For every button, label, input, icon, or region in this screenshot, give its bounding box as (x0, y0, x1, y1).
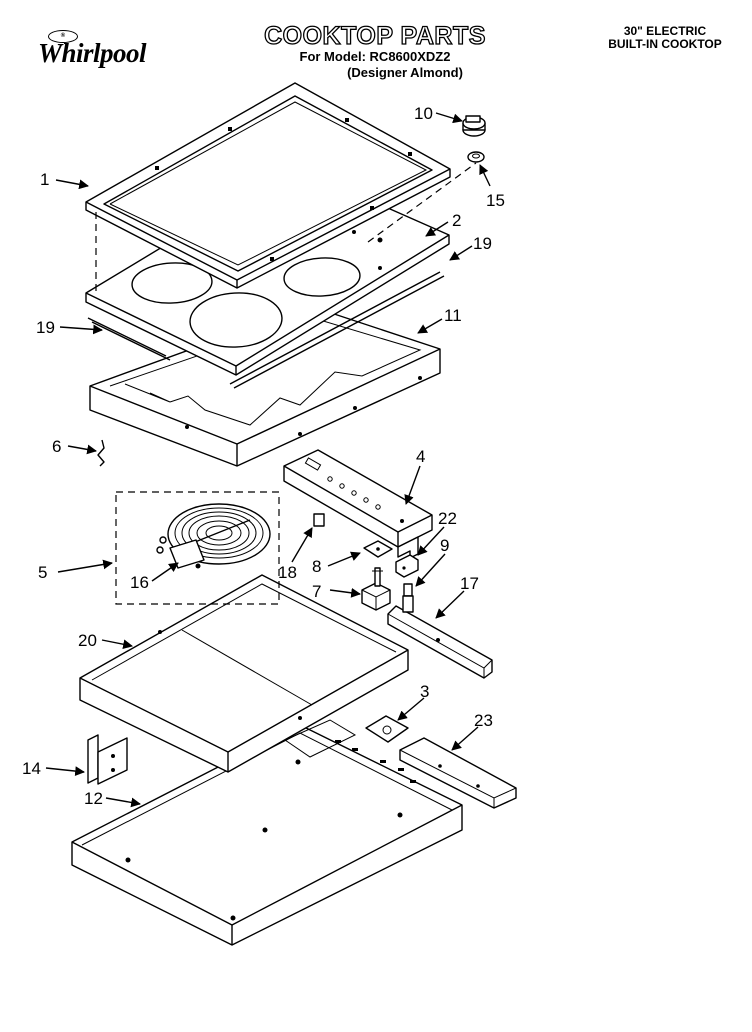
callout-19-upper: 19 (473, 234, 492, 253)
callout-4: 4 (416, 447, 425, 466)
callout-15: 15 (486, 191, 505, 210)
part-8-switch (363, 540, 393, 558)
part-19-gasket (87, 271, 445, 389)
callout-19-lower: 19 (36, 318, 55, 337)
callout-12: 12 (84, 789, 103, 808)
spec-line-2: BUILT-IN COOKTOP (608, 37, 722, 51)
spec-line-1: 30" ELECTRIC (623, 24, 707, 38)
part-22-indicator (395, 554, 419, 578)
part-14-bracket (87, 734, 128, 785)
callout-22: 22 (438, 509, 457, 528)
callout-5: 5 (38, 563, 47, 582)
callout-2: 2 (452, 211, 461, 230)
callout-17: 17 (460, 574, 479, 593)
page-title: COOKTOP PARTS (263, 21, 486, 50)
part-16-radiant-element (156, 503, 271, 569)
callout-7: 7 (312, 582, 321, 601)
callout-1: 1 (40, 170, 49, 189)
part-15-bezel (467, 151, 485, 163)
callout-16: 16 (130, 573, 149, 592)
part-7-infinite-switch (361, 567, 391, 611)
callout-6: 6 (52, 437, 61, 456)
brand-mark: ® (48, 30, 78, 43)
part-17-rail (387, 605, 493, 679)
callout-10: 10 (414, 104, 433, 123)
model-number: For Model: RC8600XDZ2 (299, 49, 451, 64)
callout-23: 23 (474, 711, 493, 730)
part-10-knob (462, 115, 486, 137)
part-20-pan (79, 574, 416, 783)
part-23-rail (399, 737, 517, 809)
part-6-clip (97, 439, 105, 467)
callout-arrows (45, 112, 491, 808)
brand-name: Whirlpool (38, 38, 147, 68)
callout-9: 9 (440, 536, 449, 555)
part-4-control-panel (283, 449, 433, 559)
part-18-limiter (313, 513, 325, 527)
callout-8: 8 (312, 557, 321, 576)
callout-11: 11 (444, 306, 462, 325)
whirlpool-logo: ® Whirlpool (38, 30, 170, 76)
part-3-clip (365, 715, 409, 743)
callout-14: 14 (22, 759, 41, 778)
part-1-trim-frame (85, 82, 451, 289)
callout-20: 20 (78, 631, 97, 650)
callout-labels: 1 10 15 2 19 19 11 6 4 22 9 5 16 18 8 7 … (22, 104, 505, 808)
alignment-line-knob (367, 162, 477, 243)
callout-3: 3 (420, 682, 429, 701)
model-variant: (Designer Almond) (347, 65, 463, 80)
part-9-lamp (402, 583, 414, 613)
callout-18: 18 (278, 563, 297, 582)
part-5-element-group-box (115, 491, 280, 605)
